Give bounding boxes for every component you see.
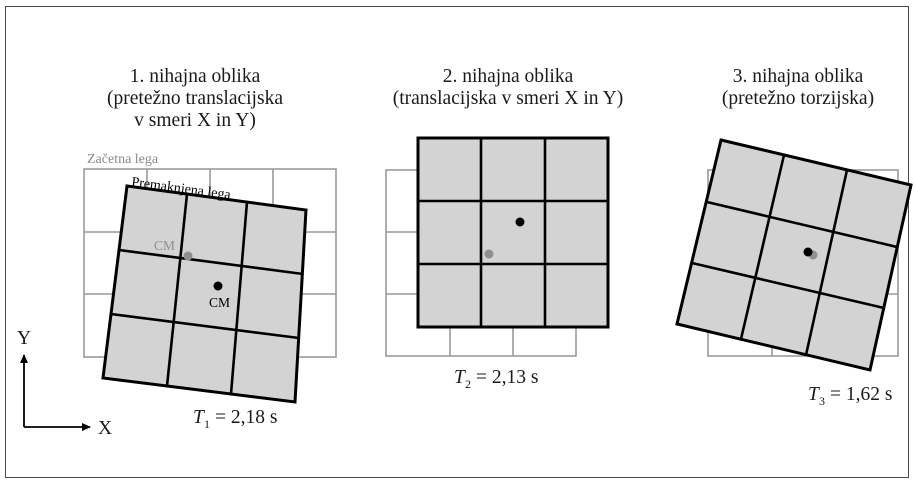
mode-3-displaced-grid	[675, 138, 913, 372]
mode-2-period-index: 2	[465, 377, 471, 391]
mode-2-panel: T 2 = 2,13 s	[385, 136, 610, 391]
mode-1-panel: Začetna lega Premaknjena lega CM CM T 1 …	[83, 152, 337, 431]
mode-3-period: T 3 = 1,62 s	[808, 384, 892, 408]
mode-1-title: 1. nihajna oblika (pretežno translacijsk…	[90, 66, 300, 132]
mode-2-displaced-grid	[416, 136, 610, 329]
mode-2-title-line-2: (translacijska v smeri X in Y)	[392, 88, 624, 109]
mode-2-period: T 2 = 2,13 s	[454, 367, 538, 391]
mode-3-period-value: = 1,62 s	[830, 384, 892, 405]
mode-3-cm-displaced-marker	[803, 247, 813, 257]
mode-1-title-line-1: 1. nihajna oblika	[129, 66, 261, 87]
mode-2-title: 2. nihajna oblika (translacijska v smeri…	[372, 66, 644, 110]
coordinate-axes: Y X	[17, 328, 112, 439]
mode-3-title-line-1: 3. nihajna oblika	[732, 66, 864, 87]
mode-1-cm-initial-label: CM	[154, 238, 175, 253]
mode-1-cm-displaced-marker	[213, 281, 223, 291]
mode-2-cm-initial-marker	[484, 249, 494, 259]
mode-1-initial-position-label: Začetna lega	[87, 152, 159, 167]
mode-3-period-index: 3	[819, 394, 825, 408]
mode-3-title-line-2: (pretežno torzijska)	[721, 88, 875, 109]
mode-2-cm-displaced-marker	[515, 217, 525, 227]
mode-1-title-line-2: (pretežno translacijska	[107, 88, 283, 109]
mode-2-period-value: = 2,13 s	[476, 367, 538, 388]
mode-2-title-line-1: 2. nihajna oblika	[442, 66, 574, 87]
x-axis-label: X	[98, 418, 112, 439]
mode-1-cm-displaced-label: CM	[209, 295, 230, 310]
mode-1-period-value: = 2,18 s	[215, 407, 277, 428]
mode-1-period: T 1 = 2,18 s	[193, 407, 277, 431]
mode-1-period-index: 1	[204, 417, 210, 431]
mode-1-cm-initial-marker	[183, 251, 193, 261]
mode-1-period-symbol: T	[193, 407, 205, 428]
mode-3-title: 3. nihajna oblika (pretežno torzijska)	[688, 66, 908, 110]
y-axis-label: Y	[17, 328, 31, 349]
mode-2-period-symbol: T	[454, 367, 466, 388]
mode-3-panel: T 3 = 1,62 s	[675, 138, 913, 408]
mode-3-period-symbol: T	[808, 384, 820, 405]
mode-1-displaced-grid	[101, 184, 308, 404]
mode-1-title-line-3: v smeri X in Y)	[134, 110, 256, 131]
